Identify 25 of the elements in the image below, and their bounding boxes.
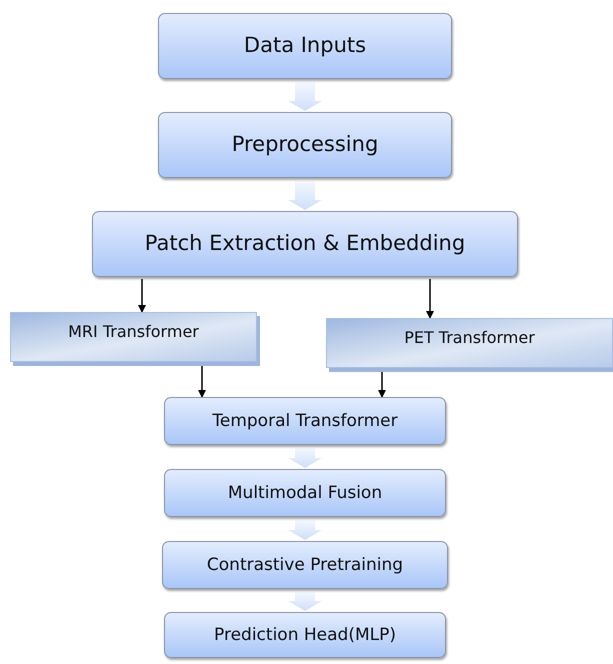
arrow [378, 370, 386, 398]
box-label: Prediction Head(MLP) [214, 624, 396, 646]
box-label: Temporal Transformer [212, 410, 398, 432]
process-box [92, 211, 518, 277]
block-arrow [288, 82, 322, 111]
box-label: Data Inputs [244, 33, 366, 59]
box-label: PET Transformer [404, 328, 535, 348]
block-arrow [288, 181, 322, 210]
box-label: Multimodal Fusion [228, 482, 382, 504]
arrow [138, 279, 146, 313]
box-label: MRI Transformer [68, 322, 199, 342]
process-box [164, 397, 446, 445]
process-box [164, 612, 446, 658]
block-arrow [288, 448, 322, 468]
process-box [158, 13, 452, 79]
block-arrow [288, 592, 322, 611]
arrow [426, 279, 434, 319]
block-arrow [288, 520, 322, 540]
box-label: Contrastive Pretraining [206, 554, 404, 576]
box-label: Preprocessing [232, 132, 378, 158]
process-box [164, 469, 446, 517]
process-box [162, 541, 448, 589]
box-label: Patch Extraction & Embedding [144, 231, 466, 257]
process-box [158, 112, 452, 178]
arrow [198, 364, 206, 398]
